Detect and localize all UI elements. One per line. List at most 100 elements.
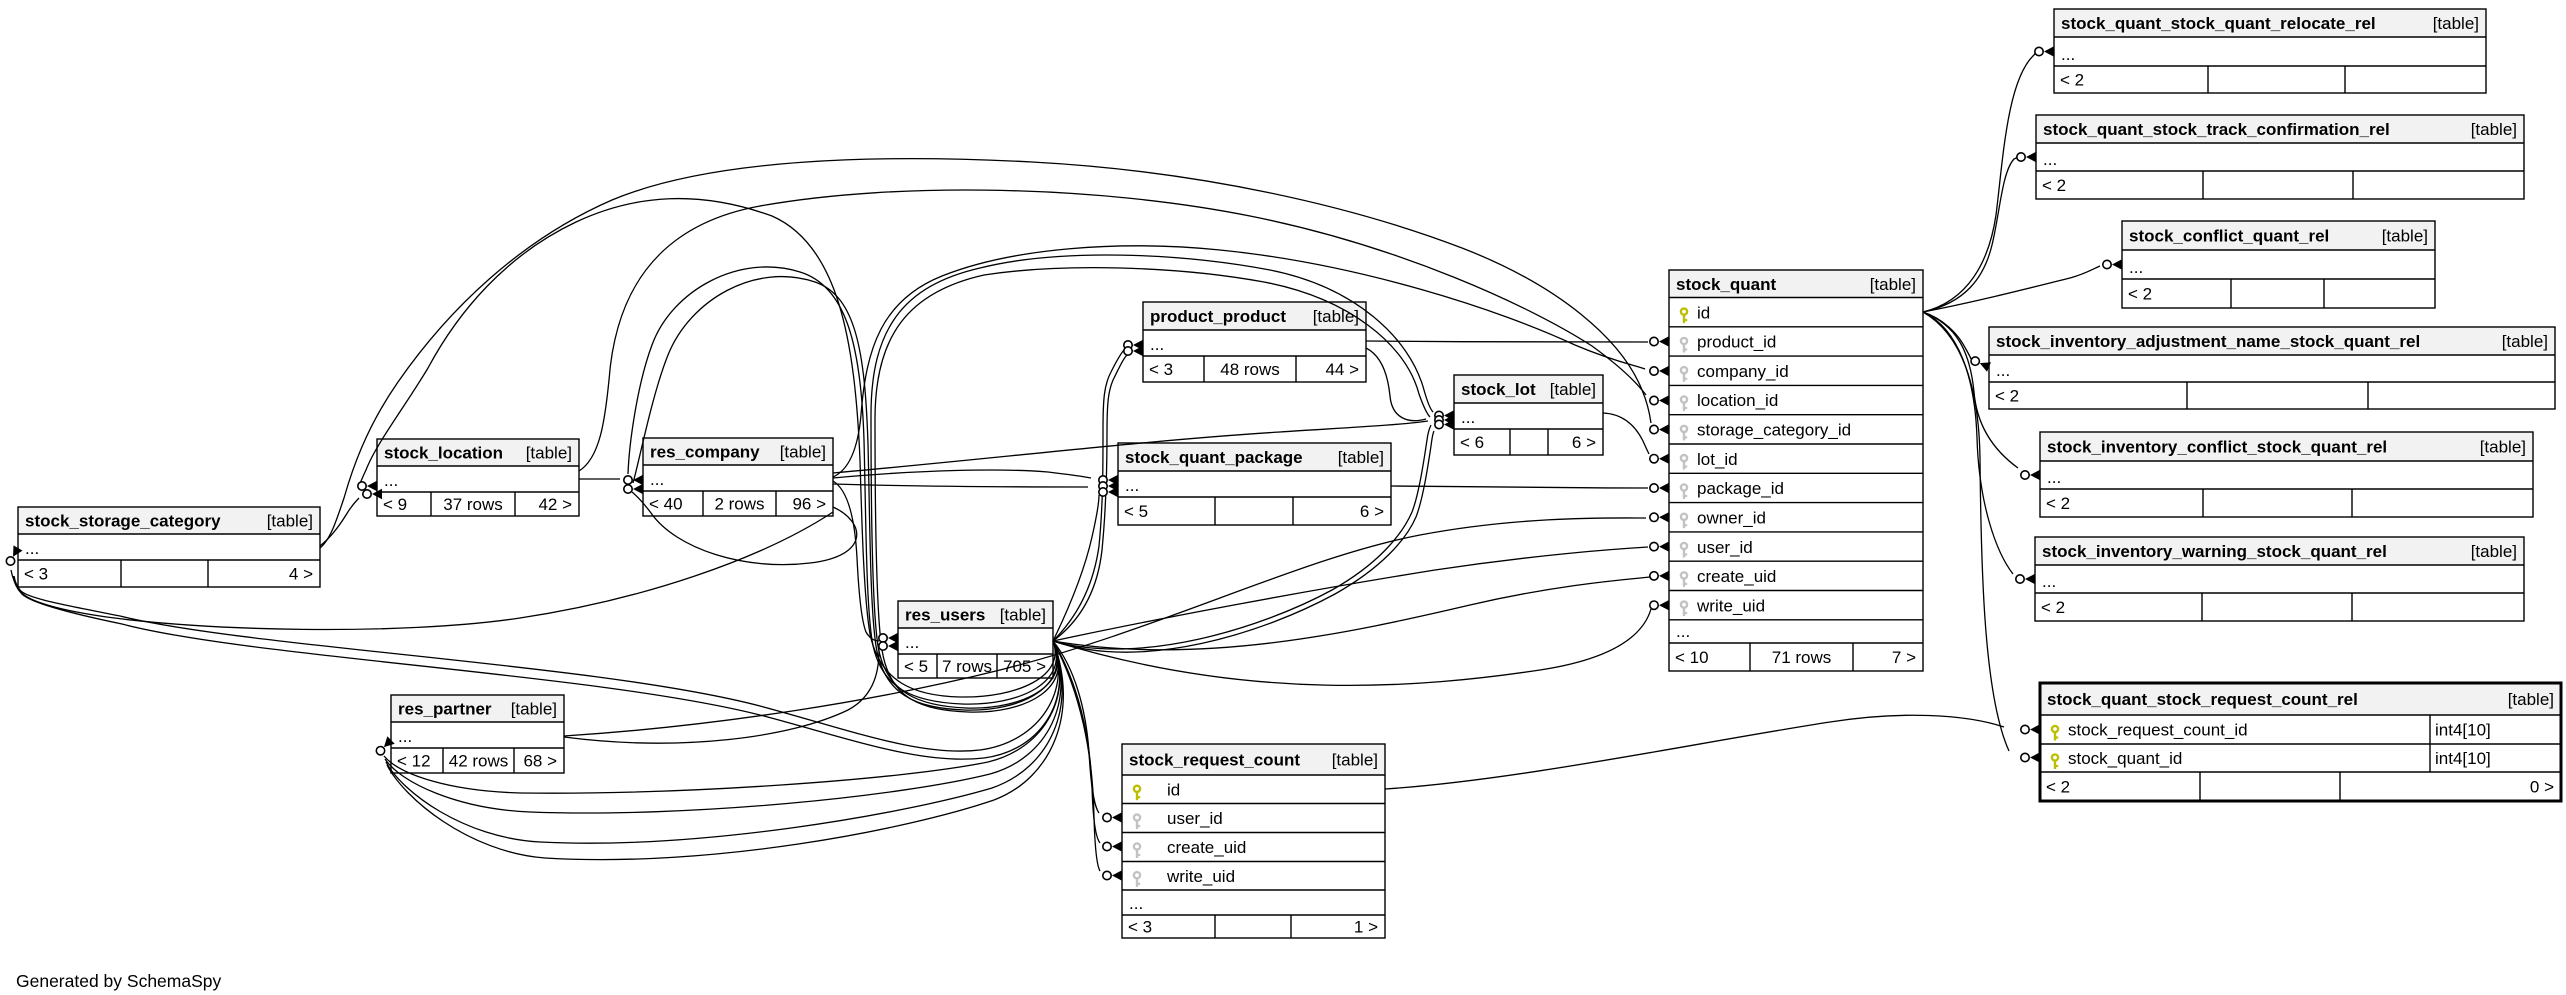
svg-text:[table]: [table] [1313, 307, 1359, 326]
svg-text:stock_location: stock_location [384, 444, 503, 463]
svg-text:...: ... [2047, 468, 2061, 487]
svg-text:< 3: < 3 [24, 565, 48, 584]
svg-text:...: ... [1461, 408, 1475, 427]
svg-text:stock_lot: stock_lot [1461, 380, 1536, 399]
svg-text:res_partner: res_partner [398, 700, 492, 719]
svg-text:stock_quant_package: stock_quant_package [1125, 448, 1303, 467]
svg-text:stock_quant: stock_quant [1676, 275, 1776, 294]
svg-text:res_users: res_users [905, 606, 985, 625]
svg-text:< 2: < 2 [2128, 285, 2152, 304]
svg-text:4 >: 4 > [289, 565, 313, 584]
svg-text:37 rows: 37 rows [443, 495, 503, 514]
svg-text:[table]: [table] [1550, 380, 1596, 399]
svg-text:< 40: < 40 [649, 495, 683, 514]
svg-text:[table]: [table] [2471, 542, 2517, 561]
svg-text:user_id: user_id [1167, 809, 1223, 828]
svg-text:42 rows: 42 rows [449, 752, 509, 771]
svg-text:...: ... [2043, 150, 2057, 169]
svg-text:stock_inventory_conflict_stock: stock_inventory_conflict_stock_quant_rel [2047, 438, 2387, 457]
svg-text:< 2: < 2 [2046, 778, 2070, 797]
svg-text:...: ... [2042, 572, 2056, 591]
svg-text:[table]: [table] [267, 512, 313, 531]
svg-text:[table]: [table] [2433, 14, 2479, 33]
svg-text:< 6: < 6 [1460, 433, 1484, 452]
svg-text:stock_request_count: stock_request_count [1129, 751, 1300, 770]
svg-text:[table]: [table] [1870, 275, 1916, 294]
svg-text:...: ... [2129, 258, 2143, 277]
svg-text:...: ... [905, 633, 919, 652]
svg-text:...: ... [650, 470, 664, 489]
svg-text:< 9: < 9 [383, 495, 407, 514]
svg-text:[table]: [table] [1000, 606, 1046, 625]
svg-text:write_uid: write_uid [1166, 867, 1235, 886]
svg-text:[table]: [table] [2471, 120, 2517, 139]
svg-text:96 >: 96 > [792, 495, 826, 514]
svg-text:id: id [1697, 303, 1710, 322]
svg-text:int4[10]: int4[10] [2435, 721, 2491, 740]
svg-text:0 >: 0 > [2530, 778, 2554, 797]
svg-text:...: ... [1676, 622, 1690, 641]
svg-text:[table]: [table] [1338, 448, 1384, 467]
svg-text:1 >: 1 > [1354, 918, 1378, 937]
svg-text:6 >: 6 > [1572, 433, 1596, 452]
svg-text:stock_request_count_id: stock_request_count_id [2068, 721, 2248, 740]
svg-text:2 rows: 2 rows [714, 495, 764, 514]
svg-text:7 >: 7 > [1892, 648, 1916, 667]
svg-text:res_company: res_company [650, 443, 760, 462]
svg-text:< 2: < 2 [2046, 494, 2070, 513]
svg-text:location_id: location_id [1697, 391, 1778, 410]
svg-text:< 2: < 2 [2060, 71, 2084, 90]
svg-text:product_product: product_product [1150, 307, 1286, 326]
svg-text:[table]: [table] [2382, 227, 2428, 246]
svg-text:[table]: [table] [526, 444, 572, 463]
svg-text:7 rows: 7 rows [942, 657, 992, 676]
svg-text:lot_id: lot_id [1697, 450, 1738, 469]
svg-text:stock_quant_id: stock_quant_id [2068, 749, 2182, 768]
svg-text:...: ... [1150, 335, 1164, 354]
svg-text:user_id: user_id [1697, 538, 1753, 557]
svg-text:...: ... [1129, 894, 1143, 913]
svg-text:[table]: [table] [2508, 690, 2554, 709]
svg-text:Generated by SchemaSpy: Generated by SchemaSpy [16, 971, 222, 991]
svg-text:product_id: product_id [1697, 333, 1776, 352]
svg-text:stock_quant_stock_request_coun: stock_quant_stock_request_count_rel [2047, 690, 2358, 709]
svg-text:[table]: [table] [2480, 438, 2526, 457]
svg-text:[table]: [table] [511, 700, 557, 719]
svg-text:71 rows: 71 rows [1772, 648, 1832, 667]
svg-text:< 2: < 2 [1995, 387, 2019, 406]
svg-text:...: ... [1125, 476, 1139, 495]
svg-text:create_uid: create_uid [1697, 567, 1776, 586]
svg-text:write_uid: write_uid [1696, 596, 1765, 615]
svg-text:< 12: < 12 [397, 752, 431, 771]
svg-text:...: ... [25, 539, 39, 558]
svg-text:stock_quant_stock_track_confir: stock_quant_stock_track_confirmation_rel [2043, 120, 2390, 139]
svg-text:...: ... [1996, 361, 2010, 380]
svg-text:create_uid: create_uid [1167, 838, 1246, 857]
svg-text:< 5: < 5 [1124, 502, 1148, 521]
svg-text:[table]: [table] [2502, 332, 2548, 351]
svg-text:...: ... [398, 727, 412, 746]
svg-text:company_id: company_id [1697, 362, 1789, 381]
svg-text:package_id: package_id [1697, 479, 1784, 498]
svg-text:42 >: 42 > [538, 495, 572, 514]
svg-text:[table]: [table] [1332, 751, 1378, 770]
svg-text:int4[10]: int4[10] [2435, 749, 2491, 768]
svg-text:68 >: 68 > [523, 752, 557, 771]
svg-text:48 rows: 48 rows [1220, 360, 1280, 379]
svg-text:44 >: 44 > [1325, 360, 1359, 379]
svg-text:< 5: < 5 [904, 657, 928, 676]
svg-text:...: ... [384, 471, 398, 490]
svg-text:< 2: < 2 [2042, 176, 2066, 195]
svg-text:stock_storage_category: stock_storage_category [25, 512, 221, 531]
svg-text:705 >: 705 > [1003, 657, 1046, 676]
svg-text:stock_conflict_quant_rel: stock_conflict_quant_rel [2129, 227, 2329, 246]
svg-text:id: id [1167, 781, 1180, 800]
svg-text:< 2: < 2 [2041, 598, 2065, 617]
svg-text:owner_id: owner_id [1697, 509, 1766, 528]
svg-text:< 3: < 3 [1149, 360, 1173, 379]
svg-text:stock_inventory_adjustment_nam: stock_inventory_adjustment_name_stock_qu… [1996, 332, 2420, 351]
svg-text:...: ... [2061, 45, 2075, 64]
svg-text:< 10: < 10 [1675, 648, 1709, 667]
svg-text:[table]: [table] [780, 443, 826, 462]
svg-text:6 >: 6 > [1360, 502, 1384, 521]
